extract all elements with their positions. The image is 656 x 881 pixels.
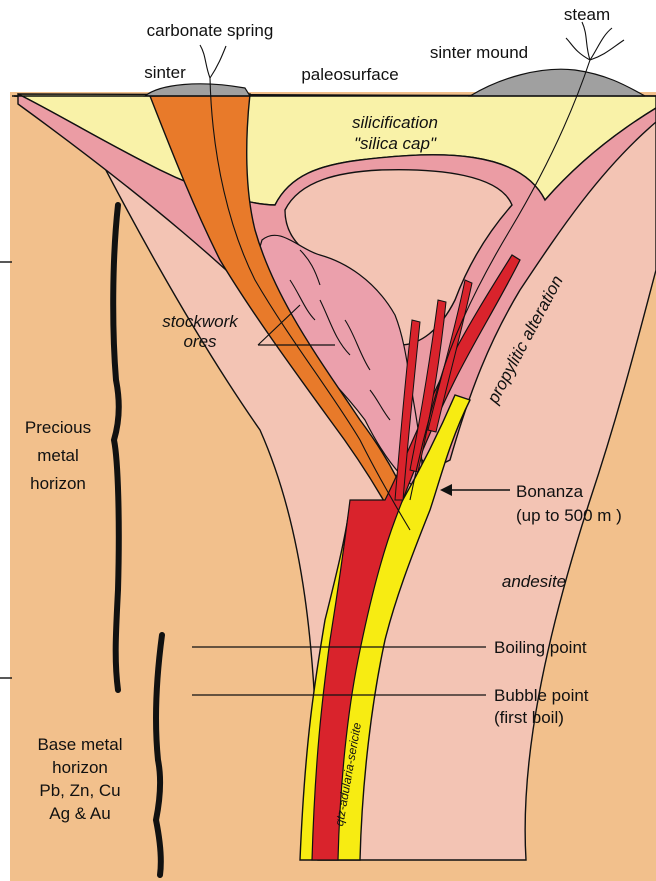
label-base-2: horizon: [52, 758, 108, 777]
label-precious-3: horizon: [30, 474, 86, 493]
label-bubble-point: Bubble point: [494, 686, 589, 705]
label-ores: ores: [183, 332, 217, 351]
sinter-deposit: [145, 84, 250, 96]
label-silica-cap: "silica cap": [354, 134, 437, 153]
label-silicification: silicification: [352, 113, 438, 132]
spring-wisps: [200, 45, 226, 78]
label-precious-1: Precious: [25, 418, 91, 437]
label-bonanza: Bonanza: [516, 482, 584, 501]
label-andesite: andesite: [502, 572, 566, 591]
steam-wisps: [566, 22, 624, 60]
label-precious-2: metal: [37, 446, 79, 465]
label-sinter: sinter: [144, 63, 186, 82]
label-base-1: Base metal: [37, 735, 122, 754]
label-carbonate-spring: carbonate spring: [147, 21, 274, 40]
label-paleosurface: paleosurface: [301, 65, 398, 84]
label-sinter-mound: sinter mound: [430, 43, 528, 62]
sinter-mound: [470, 69, 645, 96]
label-bonanza-depth: (up to 500 m ): [516, 506, 622, 525]
label-base-3: Pb, Zn, Cu: [39, 781, 120, 800]
label-first-boil: (first boil): [494, 708, 564, 727]
label-stockwork: stockwork: [162, 312, 239, 331]
label-boiling-point: Boiling point: [494, 638, 587, 657]
label-steam: steam: [564, 5, 610, 24]
label-base-4: Ag & Au: [49, 804, 110, 823]
